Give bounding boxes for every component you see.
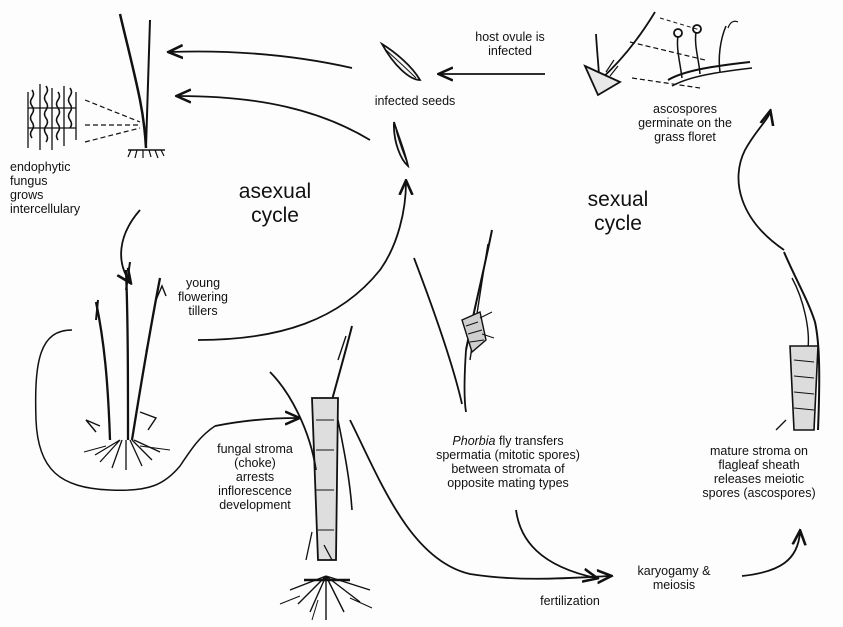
endophytic-label-line: grows: [10, 188, 80, 202]
phorbia-label-line: fly transfers: [496, 434, 564, 448]
mature-stroma-label: mature stroma on flagleaf sheath release…: [684, 444, 834, 500]
asexual-cycle-label-line: cycle: [220, 204, 330, 228]
sexual-cycle-label-line: cycle: [568, 212, 668, 236]
asexual-cycle-label: asexual cycle: [220, 180, 330, 228]
young-tillers-label-line: flowering: [168, 290, 238, 304]
mature-stroma-label-line: spores (ascospores): [684, 486, 834, 500]
host-ovule-label: host ovule is infected: [455, 30, 565, 58]
sexual-cycle-label-line: sexual: [568, 188, 668, 212]
karyogamy-label-line: karyogamy &: [624, 564, 724, 578]
endophytic-label-line: intercellulary: [10, 202, 80, 216]
phorbia-label-line: between stromata of: [418, 462, 598, 476]
ascospores-label-line: grass floret: [625, 130, 745, 144]
ascospores-label-line: ascospores: [625, 102, 745, 116]
endophytic-label-line: fungus: [10, 174, 80, 188]
fungal-stroma-label-line: (choke): [200, 456, 310, 470]
host-ovule-label-line: infected: [455, 44, 565, 58]
endophytic-label-line: endophytic: [10, 160, 80, 174]
young-tillers-label-line: tillers: [168, 304, 238, 318]
endophytic-fungus-label: endophytic fungus grows intercellulary: [10, 160, 80, 216]
phorbia-genus-name: Phorbia: [452, 434, 495, 448]
host-ovule-label-line: host ovule is: [455, 30, 565, 44]
phorbia-label-line: spermatia (mitotic spores): [418, 448, 598, 462]
mature-stroma-label-line: mature stroma on: [684, 444, 834, 458]
ascospores-label-line: germinate on the: [625, 116, 745, 130]
phorbia-fly-illustration: [414, 230, 494, 412]
mature-stroma-illustration: [776, 252, 819, 430]
fungal-stroma-label-line: fungal stroma: [200, 442, 310, 456]
fertilization-label: fertilization: [520, 594, 620, 608]
young-tillers-label-line: young: [168, 276, 238, 290]
grass-floret-illustration: [585, 12, 752, 95]
fungal-stroma-label-line: arrests: [200, 470, 310, 484]
ascospores-label: ascospores germinate on the grass floret: [625, 102, 745, 144]
fungal-stroma-label-line: development: [200, 498, 310, 512]
mature-stroma-label-line: flagleaf sheath: [684, 458, 834, 472]
mature-stroma-label-line: releases meiotic: [684, 472, 834, 486]
endophyte-seedling-illustration: [28, 14, 165, 158]
sexual-cycle-label: sexual cycle: [568, 188, 668, 236]
infected-seeds-label: infected seeds: [360, 94, 470, 108]
fungal-stroma-label: fungal stroma (choke) arrests infloresce…: [200, 442, 310, 512]
phorbia-fly-label: Phorbia fly transfers spermatia (mitotic…: [418, 434, 598, 490]
karyogamy-meiosis-label: karyogamy & meiosis: [624, 564, 724, 592]
karyogamy-label-line: meiosis: [624, 578, 724, 592]
asexual-cycle-label-line: asexual: [220, 180, 330, 204]
fungal-stroma-label-line: inflorescence: [200, 484, 310, 498]
young-tillers-label: young flowering tillers: [168, 276, 238, 318]
phorbia-label-line: opposite mating types: [418, 476, 598, 490]
